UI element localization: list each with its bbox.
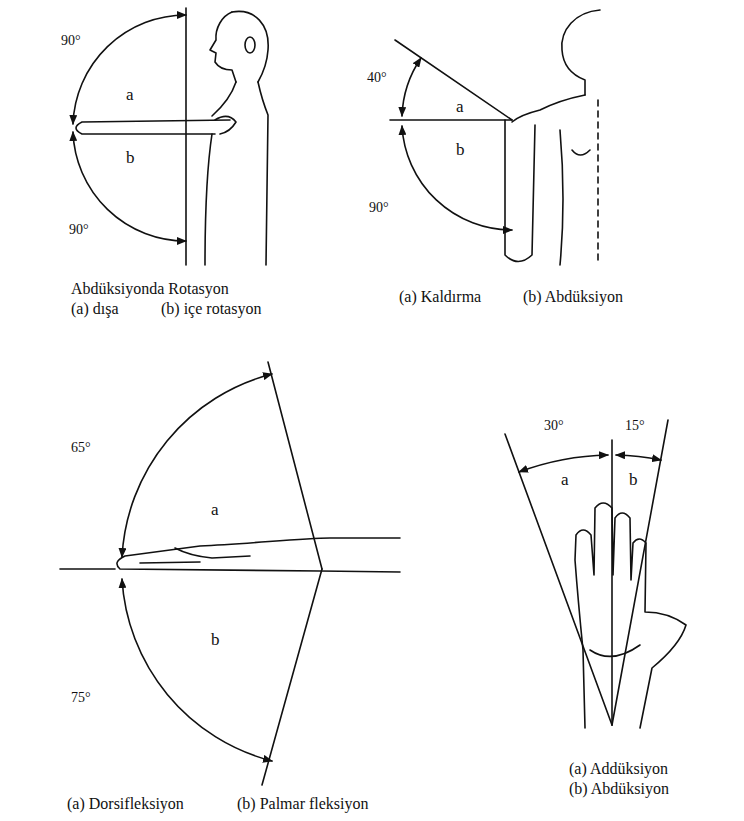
panel-caption: (a) Addüksiyon bbox=[568, 760, 669, 778]
angle-letter: a bbox=[210, 500, 220, 520]
head-outline bbox=[562, 10, 600, 95]
ear bbox=[245, 37, 255, 53]
angle-line bbox=[505, 434, 612, 725]
panel-caption: (b) Abdüksiyon bbox=[522, 288, 624, 306]
angle-line bbox=[268, 362, 322, 569]
panel-caption: (b) Abdüksiyon bbox=[568, 780, 670, 798]
shoulder-outline bbox=[512, 95, 585, 122]
angle-value: 90° bbox=[68, 222, 90, 238]
shoulder-joint bbox=[215, 116, 236, 134]
elevation-line bbox=[395, 40, 512, 120]
angle-value: 30° bbox=[543, 418, 565, 434]
angle-value: 90° bbox=[368, 200, 390, 216]
panel-caption: (a) dışa bbox=[70, 300, 120, 318]
angle-arc bbox=[73, 15, 186, 124]
panel-caption: (b) içe rotasyon bbox=[160, 300, 262, 318]
chest-mark bbox=[572, 150, 590, 155]
angle-letter: b bbox=[628, 470, 639, 490]
body-outline bbox=[560, 130, 563, 265]
reference-line bbox=[185, 8, 187, 265]
reference-line bbox=[60, 568, 115, 570]
body-midline bbox=[597, 100, 599, 265]
panel-caption: Abdüksiyonda Rotasyon bbox=[70, 280, 230, 298]
angle-arc bbox=[73, 132, 186, 241]
angle-letter: b bbox=[125, 148, 136, 168]
angle-letter: a bbox=[125, 85, 135, 105]
reference-line bbox=[390, 119, 512, 121]
face-profile bbox=[210, 12, 236, 82]
back-outline bbox=[258, 82, 268, 265]
angle-arc bbox=[616, 455, 661, 460]
angle-letter: a bbox=[455, 97, 465, 117]
angle-value: 65° bbox=[70, 440, 92, 456]
thumb-line bbox=[175, 548, 250, 558]
angle-value: 90° bbox=[60, 33, 82, 49]
angle-arc bbox=[402, 126, 512, 230]
angle-letter: a bbox=[560, 470, 570, 490]
palm-crease bbox=[590, 645, 640, 656]
angle-value: 40° bbox=[366, 70, 388, 86]
angle-line bbox=[262, 569, 322, 785]
hand-outline bbox=[575, 503, 686, 728]
arm-outline bbox=[76, 120, 230, 134]
arm-outline bbox=[505, 120, 535, 262]
hand-outline bbox=[117, 538, 400, 572]
angle-arc bbox=[122, 374, 272, 557]
neck-outline bbox=[212, 82, 236, 116]
panel-caption: (a) Kaldırma bbox=[398, 288, 482, 306]
angle-line bbox=[612, 420, 668, 725]
head-outline bbox=[232, 11, 268, 82]
angle-value: 15° bbox=[624, 418, 646, 434]
angle-letter: b bbox=[455, 140, 466, 160]
angle-arc bbox=[402, 58, 421, 116]
chest-outline bbox=[205, 134, 212, 265]
angle-arc bbox=[122, 579, 272, 761]
panel-caption: (b) Palmar fleksiyon bbox=[236, 795, 370, 813]
angle-value: 75° bbox=[70, 690, 92, 706]
panel-caption: (a) Dorsifleksiyon bbox=[66, 795, 185, 813]
angle-letter: b bbox=[210, 630, 221, 650]
finger-line bbox=[140, 562, 200, 563]
reference-line bbox=[611, 440, 613, 725]
